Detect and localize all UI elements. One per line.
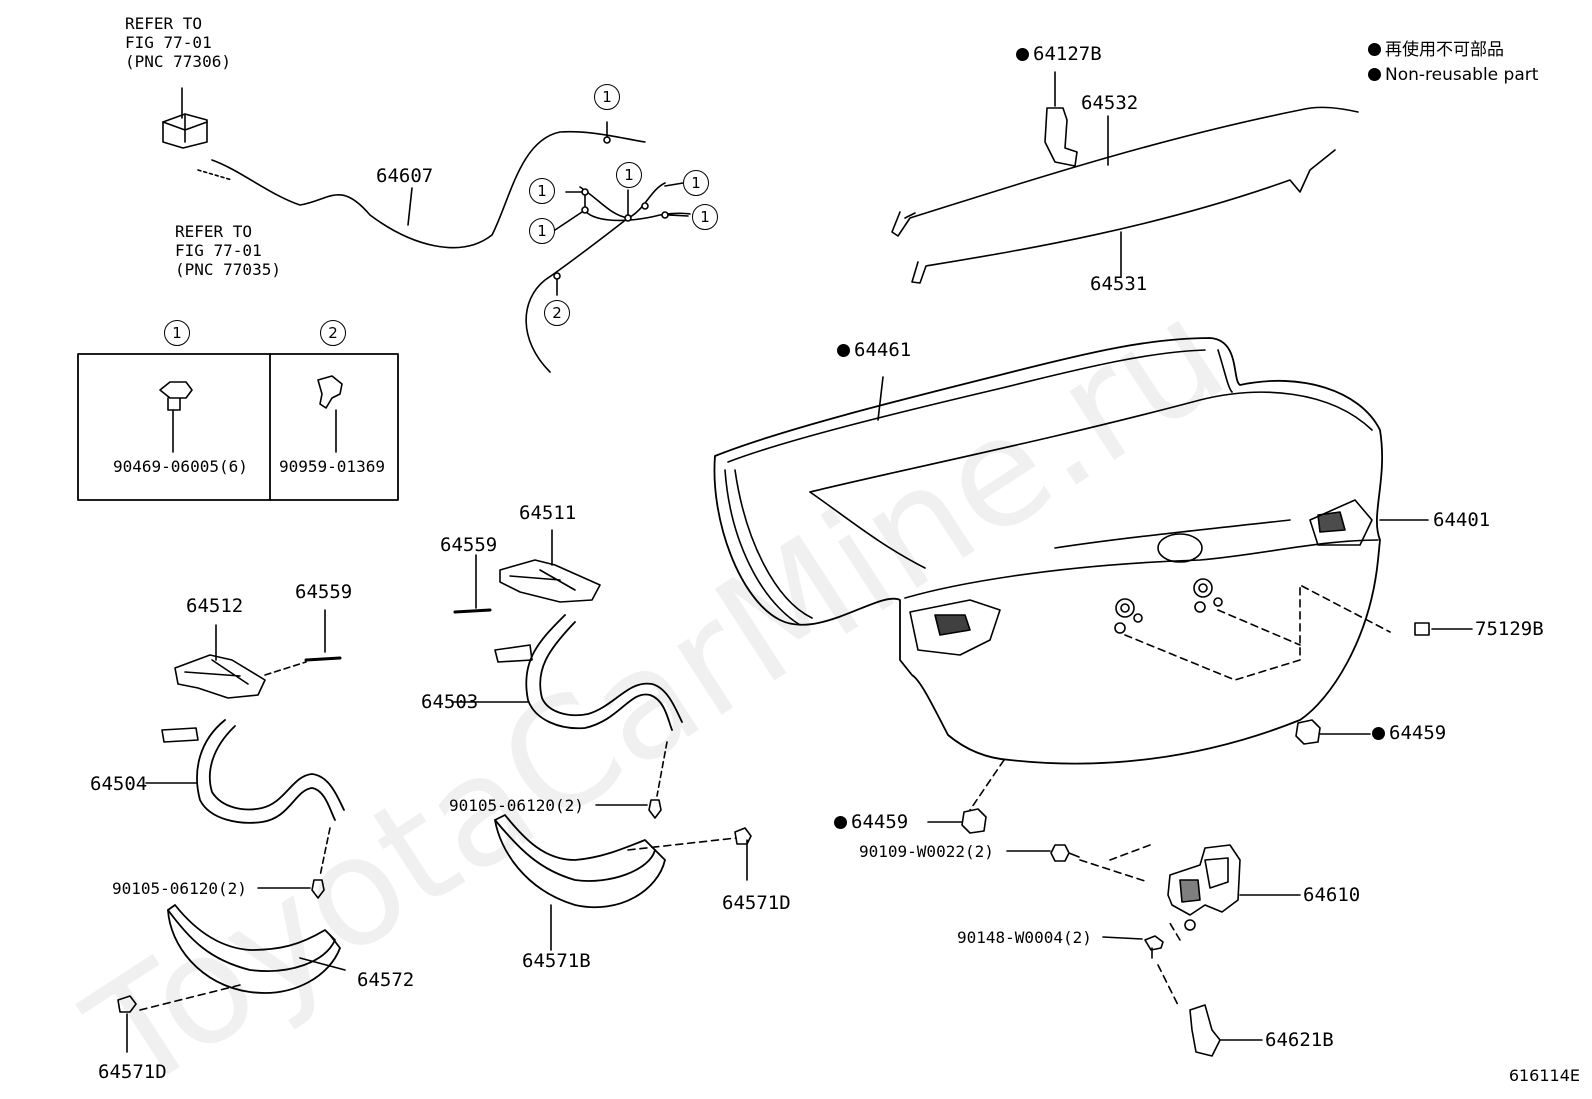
callout-1: 1 [529,178,555,204]
hinge-left [145,609,345,899]
non-reusable-dot-icon [1368,68,1381,81]
lock-64610 [1006,844,1301,1057]
callout-1: 1 [594,84,620,110]
part-label-64571D-b: 64571D [98,1061,167,1083]
non-reusable-dot-icon [1372,727,1385,740]
part-label-90105-06120-a: 90105-06120(2) [449,796,584,815]
part-label-64559-a: 64559 [440,534,498,556]
part-label-90469-06005: 90469-06005(6) [113,457,248,476]
non-reusable-dot-icon [1016,48,1029,61]
part-label-64531: 64531 [1090,273,1148,295]
part-label-64532: 64532 [1081,92,1139,114]
clip-table [77,353,399,501]
callout-1: 1 [529,218,555,244]
part-label-64459-right: 64459 [1372,723,1446,743]
clip-table-header-2: 2 [320,320,346,346]
part-label-90105-06120-b: 90105-06120(2) [112,879,247,898]
part-label-64610: 64610 [1303,884,1361,906]
callout-1: 1 [616,162,642,188]
non-reusable-dot-icon [1368,43,1381,56]
illustration-code: 616114E [1508,1066,1580,1085]
part-label-90109-W0022: 90109-W0022(2) [859,842,994,861]
clip-table-header-1: 1 [164,320,190,346]
part-label-64503: 64503 [421,691,479,713]
legend-japanese: 再使用不可部品 [1368,40,1504,60]
rods [891,71,1359,284]
hinge-cover-64571B [494,814,752,951]
callout-1: 1 [683,170,709,196]
bumper-64459-left [927,759,1005,834]
bumper-64459-right [1295,719,1371,745]
hinge-cover-64572 [117,904,346,1053]
opener-cable-64607 [162,87,691,373]
part-label-64511: 64511 [519,502,577,524]
trunk-lid-assembly [713,337,1473,765]
non-reusable-dot-icon [834,816,847,829]
reference-note-bottom: REFER TO FIG 77-01 (PNC 77035) [175,222,281,279]
part-label-64571D-a: 64571D [722,892,791,914]
part-label-64459-left: 64459 [834,812,908,832]
part-label-64572: 64572 [357,969,415,991]
part-label-64401: 64401 [1433,509,1491,531]
reference-note-top: REFER TO FIG 77-01 (PNC 77306) [125,14,231,71]
part-label-75129B: 75129B [1475,618,1544,640]
non-reusable-dot-icon [837,344,850,357]
part-label-64571B: 64571B [522,950,591,972]
part-label-90148-W0004: 90148-W0004(2) [957,928,1092,947]
part-label-64621B: 64621B [1265,1029,1334,1051]
callout-1: 1 [692,204,718,230]
part-label-64461: 64461 [837,340,911,360]
part-label-64504: 64504 [90,773,148,795]
hinge-right [451,529,683,819]
part-label-64512: 64512 [186,595,244,617]
part-label-90959-01369: 90959-01369 [279,457,385,476]
callout-2: 2 [544,300,570,326]
legend-english: Non-reusable part [1368,65,1538,85]
part-label-64559-b: 64559 [295,581,353,603]
part-label-64127B: 64127B [1016,44,1102,64]
part-label-64607: 64607 [376,165,434,187]
